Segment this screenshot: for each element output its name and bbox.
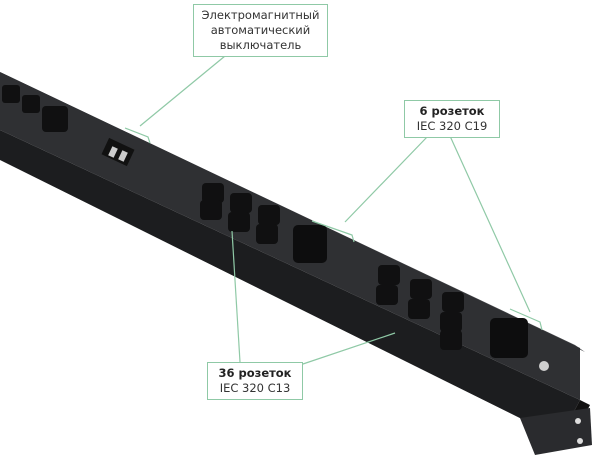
leader-lines [124, 55, 543, 366]
c13-callout-title: 36 розеток [218, 366, 292, 380]
c13-sockets-group-2 [376, 265, 464, 350]
c19-callout-subtitle: IEC 320 C19 [416, 119, 488, 133]
breaker-callout-line-2: автоматический [210, 23, 311, 37]
c13-callout: 36 розеток IEC 320 C13 [207, 362, 303, 400]
c19-callout-title: 6 розеток [419, 104, 485, 118]
breaker-callout-line-3: выключатель [219, 38, 302, 52]
pdu-body [0, 72, 592, 455]
c19-callout: 6 розеток IEC 320 C19 [404, 100, 500, 138]
c13-callout-subtitle: IEC 320 C13 [219, 381, 291, 395]
breaker-callout: Электромагнитный автоматический выключат… [193, 4, 328, 57]
c19-socket [490, 318, 528, 358]
circuit-breaker [101, 137, 135, 167]
breaker-callout-line-1: Электромагнитный [201, 8, 320, 22]
mounting-bracket [520, 408, 592, 455]
indicator-led [539, 361, 549, 371]
left-sockets [2, 85, 68, 132]
c19-socket [293, 225, 327, 263]
c13-sockets-group-1 [200, 183, 280, 244]
